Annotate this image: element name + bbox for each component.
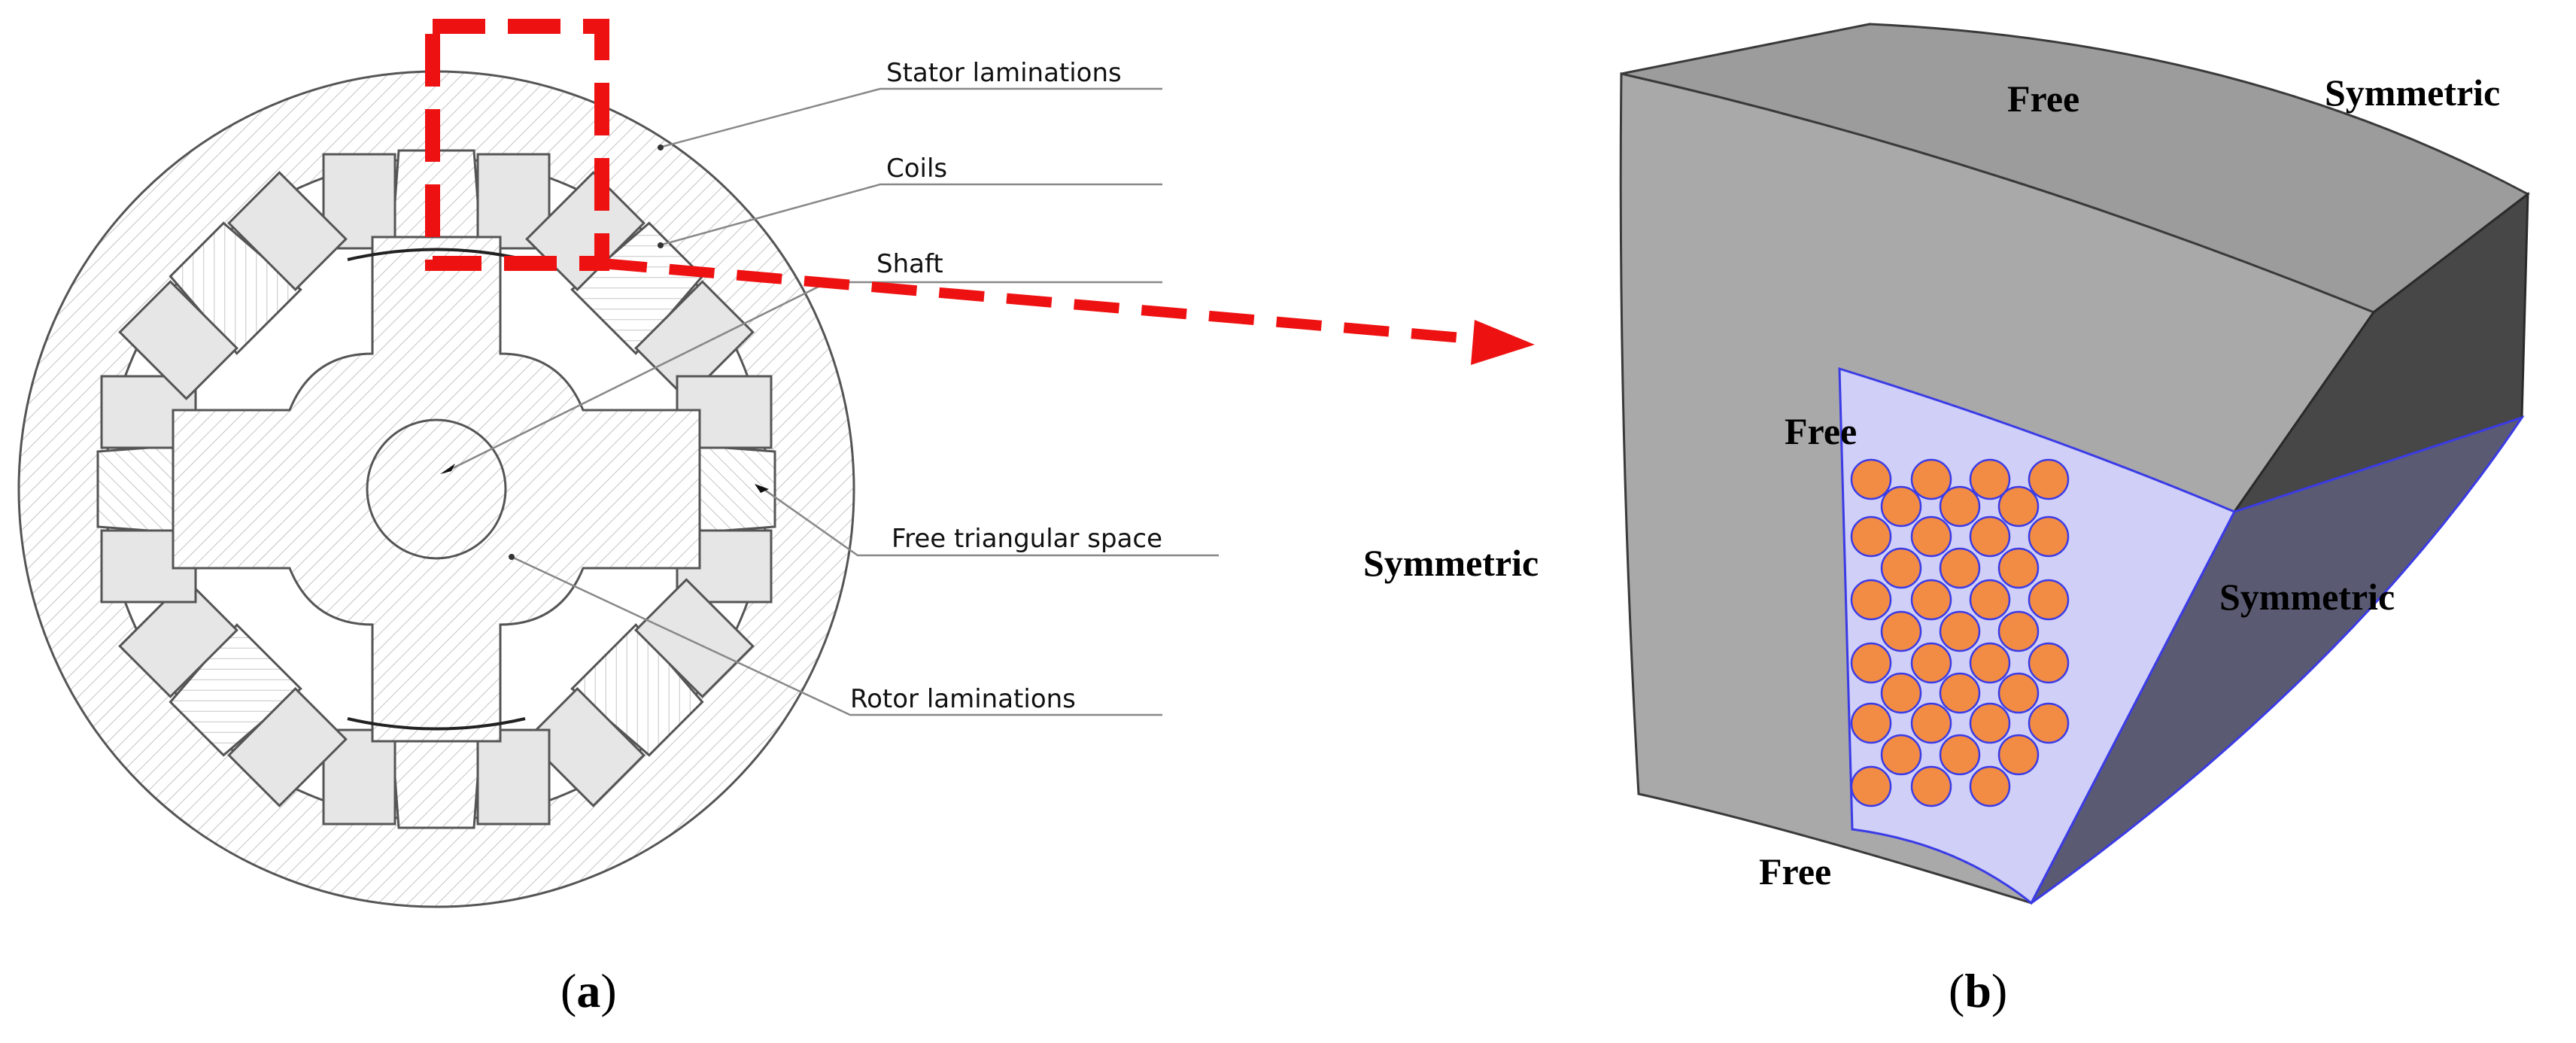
wire (1910, 702, 1952, 744)
callout-arrowheads (440, 464, 769, 493)
wire (1910, 765, 1952, 807)
slot-model: Free Symmetric Free Symmetric Symmetric … (1363, 23, 2530, 905)
label-symmetric-top-right: Symmetric (2325, 71, 2500, 114)
wire (1969, 702, 2011, 744)
wire (2028, 642, 2070, 684)
wire (1997, 734, 2040, 776)
wire (1997, 610, 2040, 652)
wire (1939, 485, 1981, 528)
wire (2028, 458, 2070, 500)
wire (1880, 485, 1922, 528)
wire (1850, 458, 1892, 500)
label-free-triangular-space: Free triangular space (892, 524, 1162, 554)
label-rotor-laminations: Rotor laminations (850, 684, 1076, 714)
label-shaft: Shaft (876, 249, 943, 279)
label-symmetric-left: Symmetric (1363, 542, 1539, 584)
callout-dot-rotor (509, 554, 515, 560)
wire (1939, 610, 1981, 652)
label-free-top: Free (2007, 78, 2079, 120)
highlight-box (425, 19, 609, 271)
wire (1939, 672, 1981, 714)
shaft (366, 418, 507, 560)
dashed-arrow (601, 258, 1472, 344)
wire (1997, 672, 2040, 714)
callout-leaders (443, 87, 1219, 716)
label-symmetric-right: Symmetric (2219, 576, 2395, 618)
callout-dot-coils (658, 242, 664, 248)
wire (1997, 547, 2040, 589)
wire (1969, 458, 2011, 500)
wire (1910, 515, 1952, 558)
wire (1850, 765, 1892, 807)
wire (2028, 702, 2070, 744)
wire (1969, 579, 2011, 621)
arrow-head-icon (1471, 320, 1535, 365)
wire-bundle (1850, 458, 2070, 807)
caption-a: (a) (560, 964, 617, 1017)
label-stator-laminations: Stator laminations (886, 58, 1122, 88)
rotor-arc-bottom (347, 717, 526, 731)
wire (1969, 765, 2011, 807)
wire (1850, 579, 1892, 621)
wire (1939, 547, 1981, 589)
label-free-inner: Free (1785, 410, 1857, 452)
wire (1850, 515, 1892, 558)
wire (1880, 610, 1922, 652)
coils (100, 153, 773, 826)
caption-b: (b) (1949, 964, 2007, 1017)
wire (1850, 642, 1892, 684)
wire (1880, 734, 1922, 776)
wire (1939, 734, 1981, 776)
label-free-bottom: Free (1759, 850, 1831, 892)
wire (1880, 547, 1922, 589)
wire (1969, 515, 2011, 558)
callout-dot-stator (658, 144, 664, 151)
wire (1997, 485, 2040, 528)
motor-cross-section: Stator laminations Coils Shaft Free tria… (17, 19, 1535, 908)
wire (1910, 458, 1952, 500)
label-coils: Coils (886, 154, 947, 184)
wire (2028, 515, 2070, 558)
block-side-lower (2030, 415, 2525, 905)
wire (1850, 702, 1892, 744)
wire (1969, 642, 2011, 684)
wire (1880, 672, 1922, 714)
wire (1910, 642, 1952, 684)
wire (2028, 579, 2070, 621)
rotor-arc-top (347, 248, 526, 261)
wire (1910, 579, 1952, 621)
